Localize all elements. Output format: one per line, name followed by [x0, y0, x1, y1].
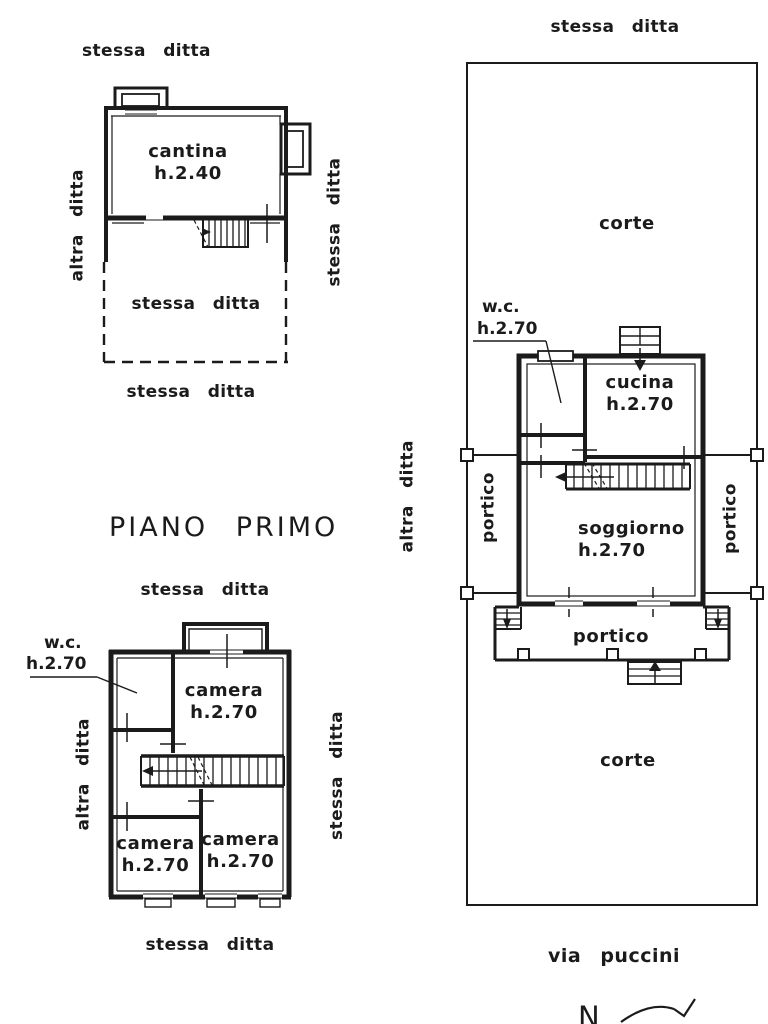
ground-floor-stairs — [555, 462, 691, 491]
soggiorno-name: soggiorno — [578, 518, 685, 539]
camera-bl-name: camera — [116, 833, 195, 854]
camera-top-name: camera — [184, 680, 264, 701]
ground-portico-left-label: portico — [478, 472, 499, 543]
ground-wc-height: h.2.70 — [477, 319, 538, 339]
cucina-height: h.2.70 — [606, 394, 674, 415]
ground-portico-front-label: portico — [572, 626, 650, 647]
north-letter: N — [578, 1000, 600, 1024]
piano-primo-boundary-label-right: stessa ditta — [327, 711, 347, 840]
ground-cucina-label: cucina h.2.70 — [580, 372, 700, 416]
ground-floor-portico — [493, 605, 731, 685]
ground-wc-name: w.c. — [482, 297, 520, 317]
camera-bl-height: h.2.70 — [121, 855, 190, 876]
ground-floor-wc-leader — [473, 340, 562, 404]
cantina-boundary-label-top: stessa ditta — [82, 41, 211, 61]
cantina-boundary-label-bottom: stessa ditta — [126, 382, 256, 402]
piano-primo-camera-br-label: camera h.2.70 — [183, 829, 298, 873]
cantina-boundary-label-right: stessa ditta — [324, 157, 345, 287]
piano-primo-wc-leader — [30, 676, 138, 694]
ground-portico-right-label: portico — [720, 483, 741, 554]
camera-br-name: camera — [201, 829, 280, 850]
cantina-stairs — [193, 217, 249, 248]
piano-primo-walls — [108, 622, 292, 908]
cantina-room-height: h.2.40 — [154, 163, 222, 184]
piano-primo-wc-height: h.2.70 — [26, 654, 87, 674]
ground-boundary-label-top: stessa ditta — [550, 17, 680, 37]
piano-primo-camera-bl-label: camera h.2.70 — [98, 833, 213, 877]
cantina-room-name: cantina — [148, 141, 228, 162]
camera-br-height: h.2.70 — [206, 851, 275, 872]
cantina-boundary-label-left: altra ditta — [67, 169, 88, 282]
north-arrow — [620, 998, 696, 1023]
ground-boundary-label-left: altra ditta — [397, 440, 418, 553]
camera-top-height: h.2.70 — [190, 702, 258, 723]
ground-corte-front-label: corte — [600, 750, 656, 771]
cantina-boundary-label-inside: stessa ditta — [131, 294, 261, 314]
street-label: via puccini — [548, 945, 681, 967]
piano-primo-title: PIANO PRIMO — [109, 512, 339, 543]
cucina-name: cucina — [605, 372, 675, 393]
ground-floor-house — [516, 326, 706, 617]
ground-soggiorno-label: soggiorno h.2.70 — [578, 518, 728, 562]
cantina-plan-walls — [102, 86, 312, 364]
piano-primo-stairs — [140, 754, 285, 788]
cantina-room-label: cantina h.2.40 — [128, 141, 248, 185]
soggiorno-height: h.2.70 — [578, 540, 646, 561]
piano-primo-wc-name: w.c. — [44, 633, 82, 653]
piano-primo-boundary-label-left: altra ditta — [73, 718, 94, 831]
piano-primo-camera-top-label: camera h.2.70 — [164, 680, 284, 724]
piano-primo-boundary-label-top: stessa ditta — [140, 580, 270, 600]
ground-corte-back-label: corte — [599, 213, 655, 234]
piano-primo-boundary-label-bottom: stessa ditta — [145, 935, 275, 955]
ground-floor-lot — [460, 62, 764, 906]
